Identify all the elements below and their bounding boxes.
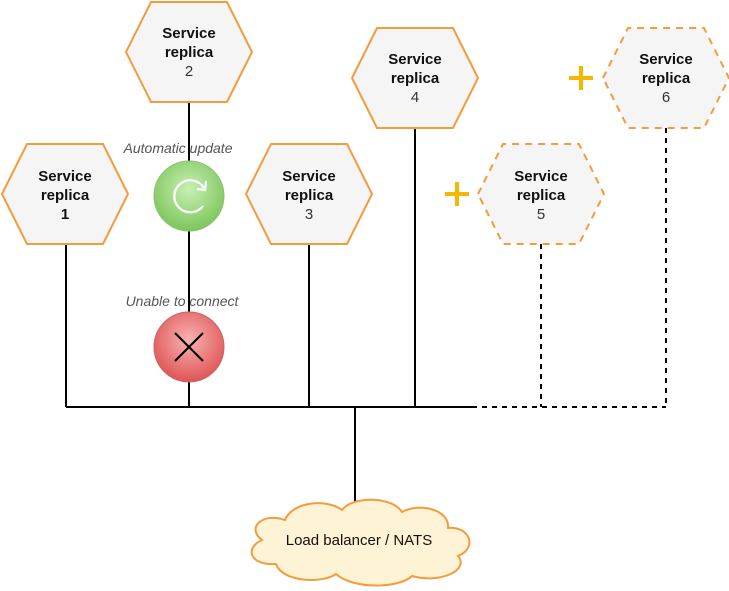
replica-1: Service replica 1 <box>0 143 130 245</box>
replica-6-hexagon <box>601 27 729 129</box>
refresh-icon <box>173 179 208 214</box>
replica-2: Service replica 2 <box>124 1 254 103</box>
update-status-label: Automatic update <box>123 140 233 156</box>
cloud-shape <box>250 498 471 587</box>
replica-2-title-line1: Service <box>162 25 215 42</box>
replica-3: Service replica 3 <box>244 143 374 245</box>
replica-4-title-line2: replica <box>391 70 440 87</box>
update-node <box>153 160 225 232</box>
replica-5-title-line2: replica <box>517 187 566 204</box>
replica-2-hexagon <box>124 1 254 103</box>
replica-6: Service replica 6 <box>601 27 729 129</box>
load-balancer-label: Load balancer / NATS <box>286 532 432 549</box>
replica-1-number: 1 <box>61 206 69 223</box>
replica-6-title-line2: replica <box>642 70 691 87</box>
load-balancer: Load balancer / NATS <box>250 498 471 587</box>
replica-5: Service replica 5 <box>476 143 606 245</box>
replica-1-title-line1: Service <box>38 168 91 185</box>
replica-6-number: 6 <box>662 89 670 106</box>
replica-3-title-line2: replica <box>285 187 334 204</box>
error-status-label: Unable to connect <box>126 293 240 309</box>
replica-6-title-line1: Service <box>639 51 692 68</box>
replica-4-hexagon <box>350 27 480 129</box>
replica-4-number: 4 <box>411 89 419 106</box>
replica-2-number: 2 <box>185 63 193 80</box>
plus-icon <box>445 182 469 206</box>
replica-1-hexagon <box>0 143 130 245</box>
replica-5-hexagon <box>476 143 606 245</box>
connector-lines <box>65 102 667 502</box>
replica-3-number: 3 <box>305 206 313 223</box>
update-circle <box>153 160 225 232</box>
close-icon <box>174 332 204 362</box>
plus-icon <box>569 66 593 90</box>
error-node <box>153 311 225 383</box>
replica-3-title-line1: Service <box>282 168 335 185</box>
replica-1-title-line2: replica <box>41 187 90 204</box>
replica-4-title-line1: Service <box>388 51 441 68</box>
replica-3-hexagon <box>244 143 374 245</box>
replica-4: Service replica 4 <box>350 27 480 129</box>
replica-5-title-line1: Service <box>514 168 567 185</box>
replica-5-number: 5 <box>537 206 545 223</box>
replica-2-title-line2: replica <box>165 44 214 61</box>
